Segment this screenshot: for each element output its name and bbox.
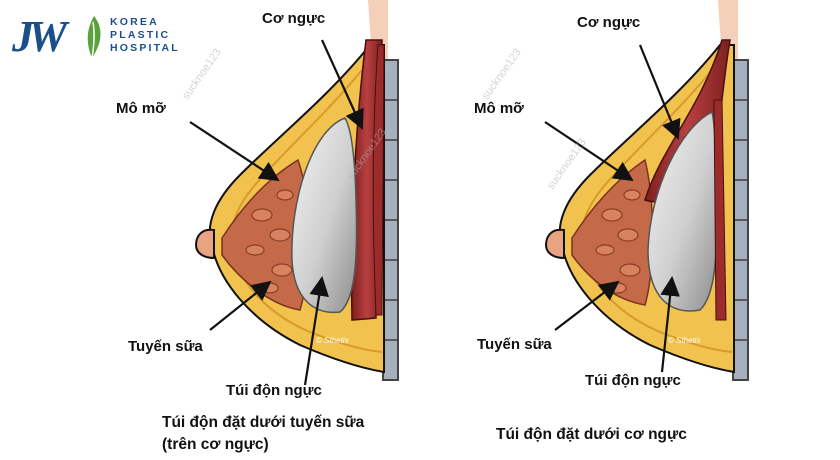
right-implant-arrow — [660, 276, 680, 373]
caption-left-line-2: (trên cơ ngực) — [162, 436, 269, 453]
right-muscle-arrow — [638, 44, 681, 140]
hospital-logo: JW KOREA PLASTIC HOSPITAL — [12, 10, 197, 65]
artist-signature: © Sthetix — [668, 336, 701, 345]
label-breast-implant: Túi độn ngực — [226, 382, 322, 399]
label-fat-tissue: Mô mỡ — [474, 100, 524, 117]
caption-right: Túi độn đặt dưới cơ ngực — [496, 424, 687, 446]
caption-left: Túi độn đặt dưới tuyến sữa (trên cơ ngực… — [162, 412, 364, 456]
logo-line-2: PLASTIC — [110, 29, 171, 41]
left-implant — [291, 117, 358, 314]
left-fat-arrow — [189, 121, 280, 182]
left-nipple — [194, 228, 215, 260]
left-gland-arrow — [209, 280, 272, 331]
left-breast-diagram — [194, 0, 399, 381]
label-pectoral-muscle: Cơ ngực — [577, 14, 641, 31]
caption-left-line-1: Túi độn đặt dưới tuyến sữa — [162, 414, 365, 431]
right-breast-diagram — [544, 0, 749, 381]
right-rib-lines — [733, 99, 748, 341]
left-muscle-arrow — [320, 39, 364, 130]
logo-line-1: KOREA — [110, 16, 159, 28]
leader-arrows — [189, 39, 681, 386]
label-breast-implant: Túi độn ngực — [585, 372, 681, 389]
right-nipple — [544, 228, 565, 260]
label-mammary-gland: Tuyến sữa — [477, 336, 552, 353]
right-gland-arrow — [554, 280, 620, 331]
label-mammary-gland: Tuyến sữa — [128, 338, 203, 355]
left-rib-lines — [383, 99, 398, 341]
label-fat-tissue: Mô mỡ — [116, 100, 166, 117]
leaf-icon — [87, 16, 101, 59]
right-fat-arrow — [544, 121, 634, 182]
label-pectoral-muscle: Cơ ngực — [262, 10, 326, 27]
logo-mark: JW — [12, 12, 67, 61]
left-implant-arrow — [303, 276, 329, 386]
logo-text: KOREA PLASTIC HOSPITAL — [110, 16, 180, 55]
logo-line-3: HOSPITAL — [110, 42, 180, 54]
artist-signature: © Sthetix — [316, 336, 349, 345]
caption-right-line-1: Túi độn đặt dưới cơ ngực — [496, 426, 687, 443]
